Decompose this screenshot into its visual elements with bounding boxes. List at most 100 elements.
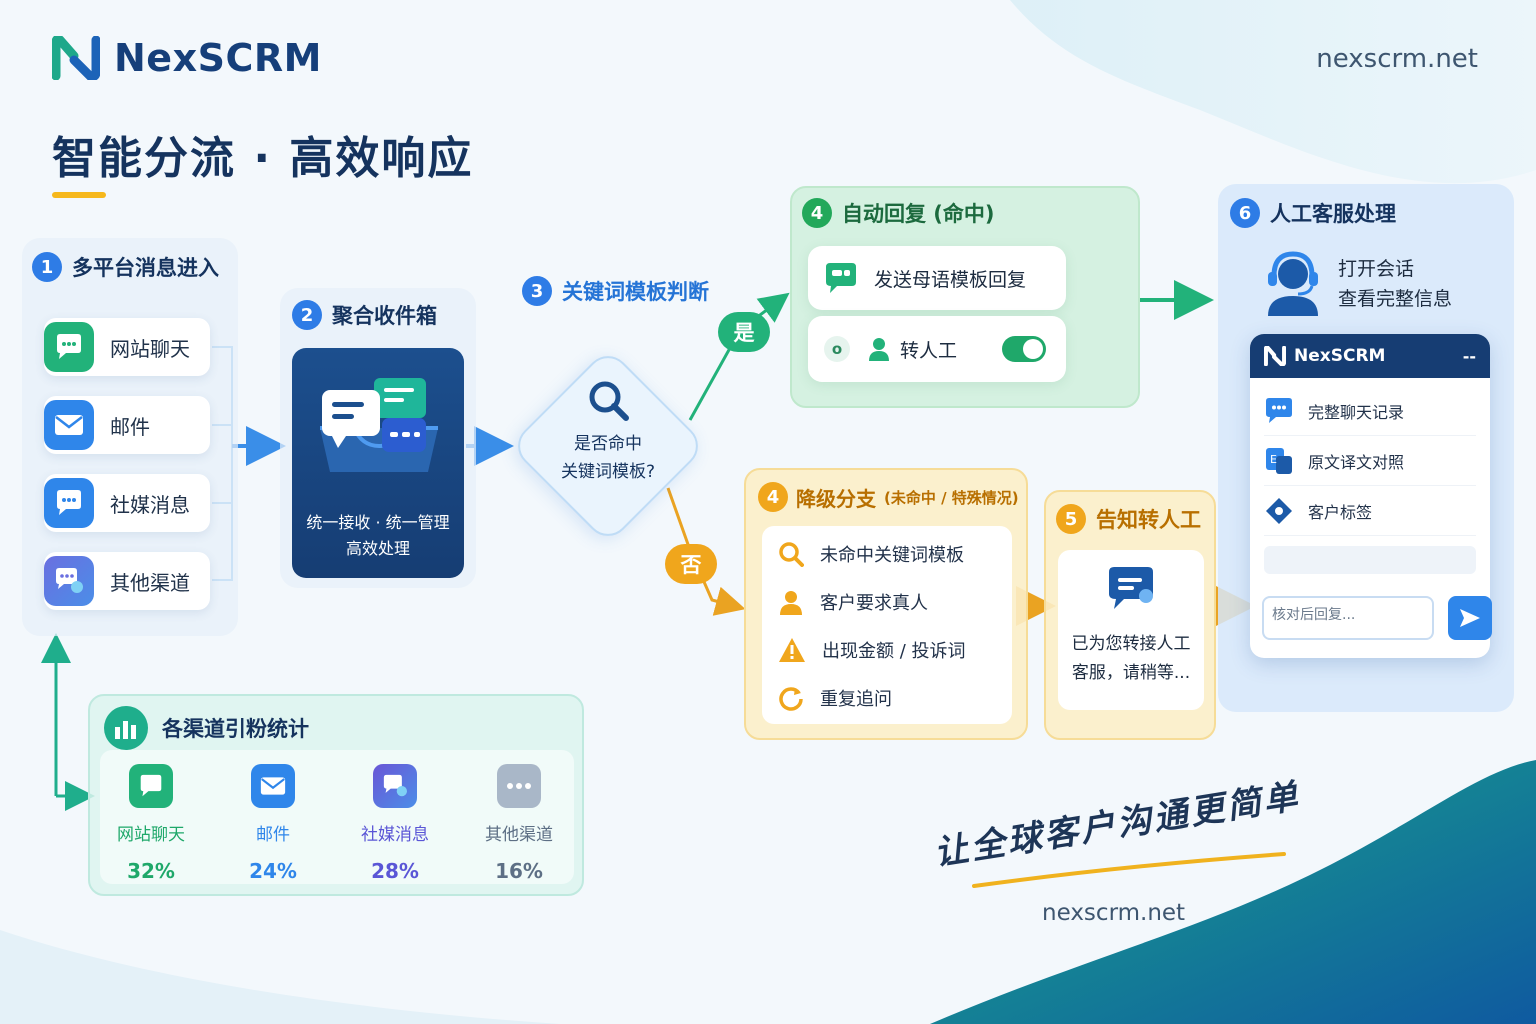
chat-icon — [129, 764, 173, 808]
person-icon — [869, 338, 889, 361]
agent-option[interactable]: 完整聊天记录 — [1264, 386, 1476, 436]
step6-title: 人工客服处理 — [1270, 202, 1396, 226]
inbox-line2: 高效处理 — [345, 539, 410, 558]
slogan-url[interactable]: nexscrm.net — [1042, 900, 1186, 926]
step2-title: 聚合收件箱 — [332, 304, 437, 328]
chat-icon — [44, 322, 94, 372]
step4a-title: 自动回复 (命中) — [842, 202, 995, 226]
step4b-subtitle: (未命中 / 特殊情况) — [884, 488, 1019, 507]
step4-autoreply-panel: 4 自动回复 (命中) 发送母语模板回复 o 转人工 — [790, 186, 1140, 408]
other-channel-icon — [44, 556, 94, 606]
site-url[interactable]: nexscrm.net — [1316, 44, 1478, 74]
step4a-badge: 4 — [802, 198, 832, 228]
step1-title: 多平台消息进入 — [72, 256, 219, 280]
step5-badge: 5 — [1056, 504, 1086, 534]
search-icon — [779, 542, 804, 567]
transfer-toggle-row: o 转人工 — [808, 316, 1066, 382]
stat-website-chat: 网站聊天 32% — [96, 764, 206, 883]
channel-label: 其他渠道 — [110, 570, 190, 595]
step1-header: 1 多平台消息进入 — [32, 252, 219, 282]
warning-icon — [779, 638, 805, 662]
page-title: 智能分流 · 高效响应 — [52, 133, 474, 184]
step3-header: 3 关键词模板判断 — [522, 276, 709, 306]
agent-line2: 查看完整信息 — [1338, 288, 1453, 310]
step4a-header: 4 自动回复 (命中) — [802, 198, 995, 228]
agent-headset-icon — [1268, 251, 1318, 316]
channel-label: 社媒消息 — [110, 492, 190, 517]
send-template-label: 发送母语模板回复 — [874, 268, 1027, 291]
slogan-underline — [972, 852, 1286, 888]
search-icon — [589, 381, 629, 421]
brand-name: NexSCRM — [114, 36, 322, 80]
step3-badge: 3 — [522, 276, 552, 306]
svg-text:E: E — [1270, 453, 1277, 466]
step1-badge: 1 — [32, 252, 62, 282]
step5-title: 告知转人工 — [1096, 508, 1201, 532]
transfer-label: 转人工 — [900, 339, 958, 362]
stats-title: 各渠道引粉统计 — [162, 717, 309, 741]
step5-notify-panel: 5 告知转人工 已为您转接人工 客服，请稍等... — [1044, 490, 1216, 740]
channel-other[interactable]: 其他渠道 — [44, 552, 210, 610]
window-minimize-button[interactable]: -- — [1462, 346, 1476, 366]
fallback-item: 未命中关键词模板 — [778, 530, 1012, 578]
translate-icon: E — [1266, 447, 1292, 474]
stat-social: 社媒消息 28% — [340, 764, 450, 883]
notify-line1: 已为您转接人工 — [1071, 634, 1191, 654]
title-underline — [52, 192, 106, 198]
channel-label: 邮件 — [110, 414, 150, 439]
decision-question-line2: 关键词模板? — [560, 462, 656, 482]
agent-option[interactable]: 客户标签 — [1264, 486, 1476, 536]
send-button[interactable] — [1448, 596, 1492, 640]
inbox-line1: 统一接收 · 统一管理 — [306, 513, 450, 532]
step4b-header: 4 降级分支 (未命中 / 特殊情况) — [758, 482, 1019, 512]
channel-stats-panel: 各渠道引粉统计 网站聊天 32% 邮件 24% 社媒消息 28% 其他渠道 16… — [88, 694, 584, 896]
stats-header: 各渠道引粉统计 — [104, 706, 309, 750]
step6-badge: 6 — [1230, 198, 1260, 228]
transfer-toggle[interactable] — [1002, 336, 1046, 362]
fallback-item: 出现金额 / 投诉词 — [778, 626, 1012, 674]
social-chat-icon — [373, 764, 417, 808]
inbox-icon — [320, 378, 438, 472]
step6-agent-panel: 6 人工客服处理 打开会话 查看完整信息 NexSCRM -- 完整聊天记录 E… — [1218, 184, 1514, 712]
fallback-item: 重复追问 — [778, 674, 1012, 722]
send-template-reply[interactable]: 发送母语模板回复 — [808, 246, 1066, 310]
nexscrm-logo-icon — [52, 36, 100, 80]
person-icon — [780, 591, 802, 615]
step2-header: 2 聚合收件箱 — [292, 300, 437, 330]
brand-logo: NexSCRM — [52, 36, 322, 80]
channel-label: 网站聊天 — [110, 336, 190, 361]
bar-chart-icon — [104, 706, 148, 750]
decision-question-line1: 是否命中 — [574, 434, 642, 454]
chat-window-header: NexSCRM -- — [1250, 334, 1490, 378]
mail-icon — [251, 764, 295, 808]
step4-fallback-panel: 4 降级分支 (未命中 / 特殊情况) 未命中关键词模板 客户要求真人 出现金额… — [744, 468, 1028, 740]
mail-icon — [44, 400, 94, 450]
refresh-icon — [779, 687, 803, 711]
tag-icon — [1266, 497, 1292, 524]
channel-social[interactable]: 社媒消息 — [44, 474, 210, 532]
channel-website-chat[interactable]: 网站聊天 — [44, 318, 210, 376]
placeholder-line — [1264, 546, 1476, 574]
step1-panel: 1 多平台消息进入 网站聊天 邮件 社媒消息 其他渠道 — [22, 238, 238, 636]
step4b-title: 降级分支 — [796, 486, 876, 511]
nexscrm-mini-logo-icon — [1264, 346, 1286, 366]
notify-chat-icon — [1109, 567, 1153, 609]
no-label: 否 — [665, 544, 717, 584]
agent-option[interactable]: E 原文译文对照 — [1264, 436, 1476, 486]
channel-email[interactable]: 邮件 — [44, 396, 210, 454]
notify-line2: 客服，请稍等... — [1071, 663, 1191, 683]
step2-badge: 2 — [292, 300, 322, 330]
fallback-item: 客户要求真人 — [778, 578, 1012, 626]
yes-label: 是 — [718, 312, 770, 352]
send-icon — [1460, 609, 1480, 627]
reply-bot-icon — [826, 263, 856, 293]
step2-panel: 2 聚合收件箱 统一接收 · 统一管理 高效处理 — [280, 288, 476, 588]
aggregated-inbox[interactable]: 统一接收 · 统一管理 高效处理 — [292, 348, 464, 578]
social-chat-icon — [44, 478, 94, 528]
chat-window-brand: NexSCRM — [1294, 346, 1386, 366]
reply-input[interactable]: 核对后回复... — [1262, 596, 1434, 640]
chat-history-icon — [1266, 397, 1292, 423]
agent-line1: 打开会话 — [1338, 258, 1415, 280]
status-dot-icon: o — [824, 336, 850, 362]
